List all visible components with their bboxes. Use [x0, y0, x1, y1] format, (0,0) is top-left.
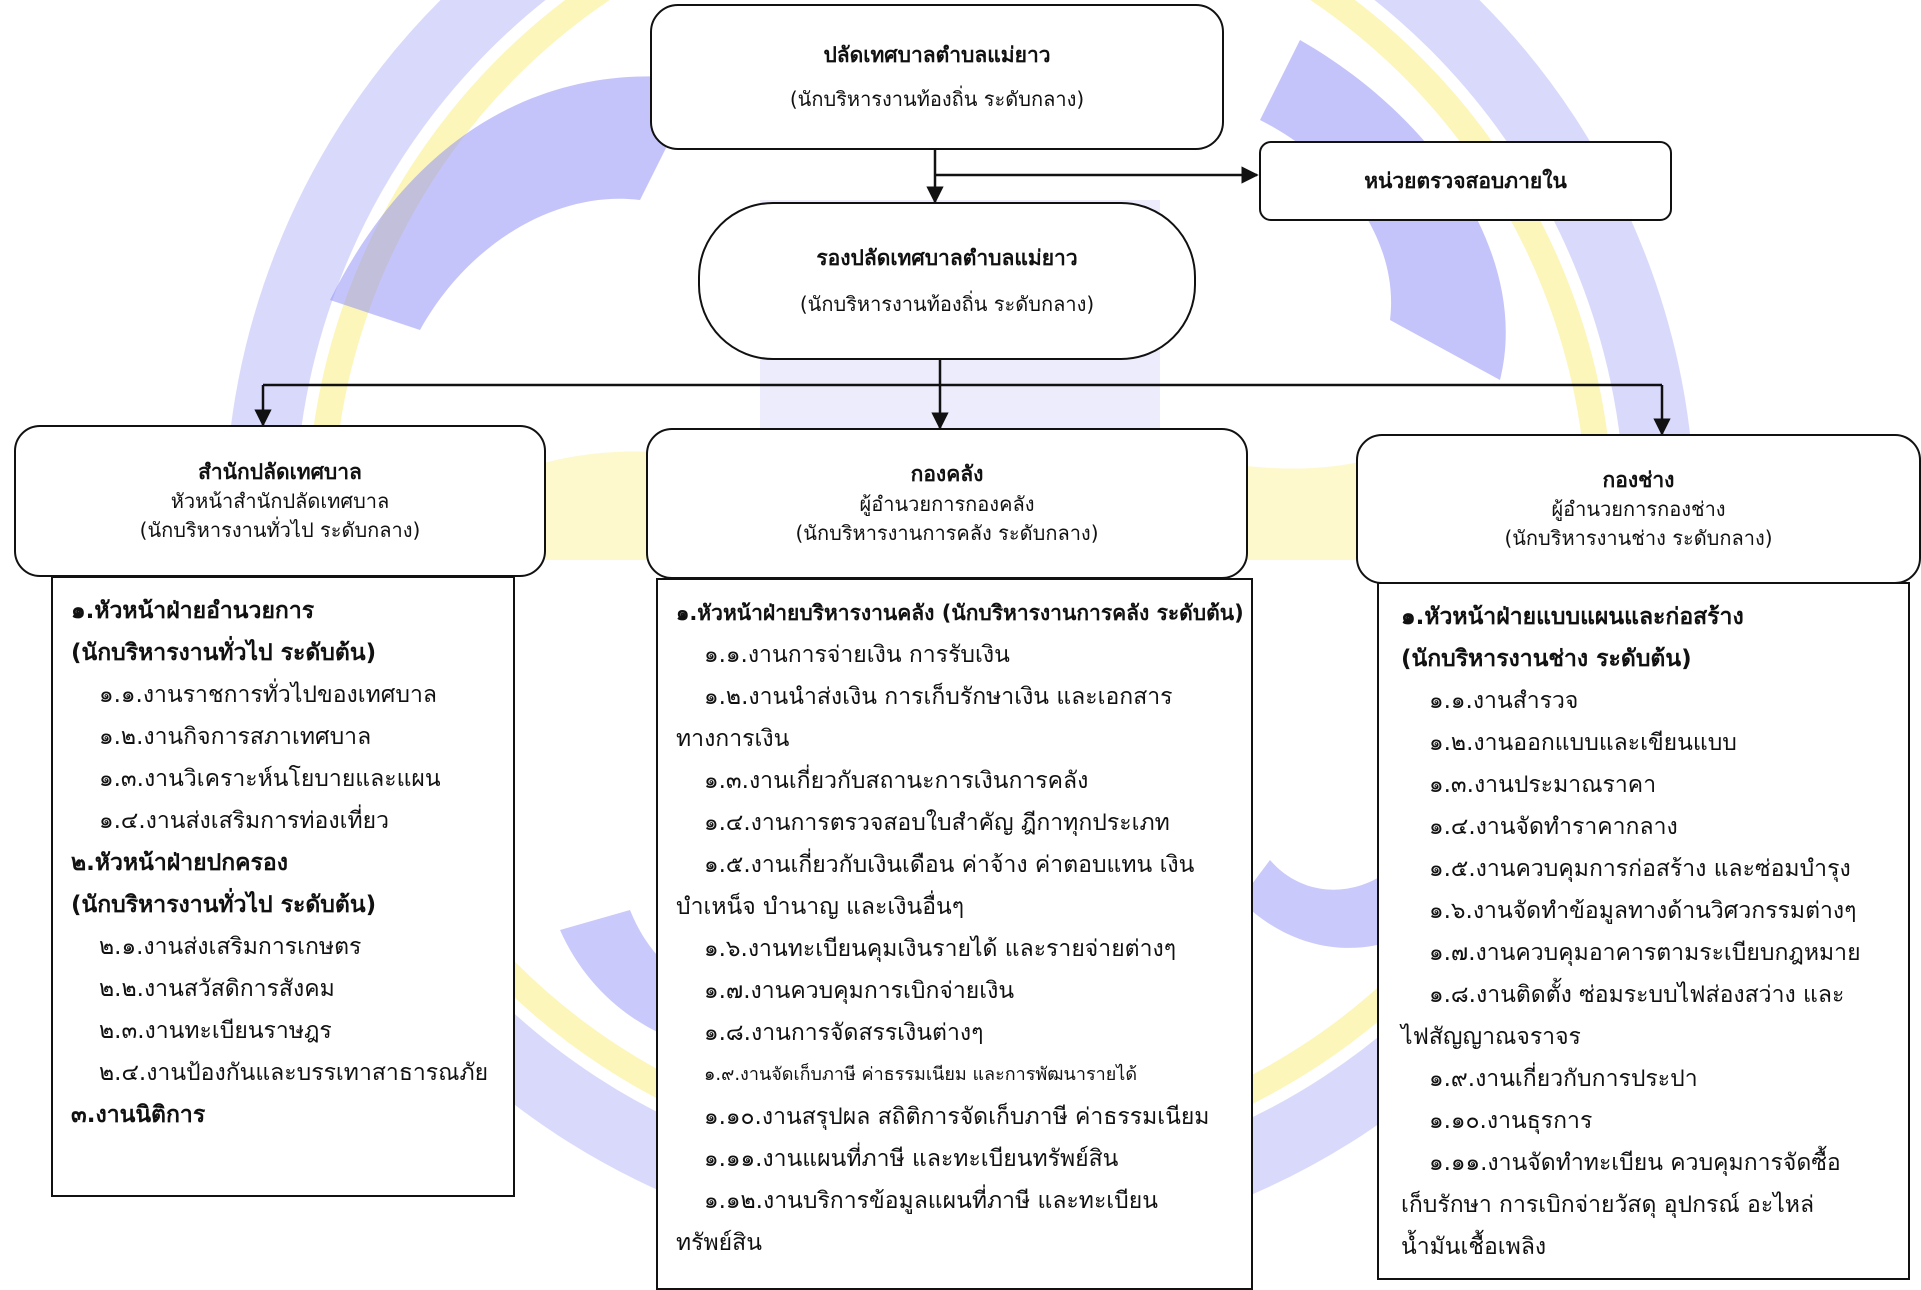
task-list-item: ๑.๒.งานนำส่งเงิน การเก็บรักษาเงิน และเอก… — [704, 684, 1173, 710]
task-list-item: ๑.๓.งานเกี่ยวกับสถานะการเงินการคลัง — [704, 768, 1089, 794]
task-list-item: ๑.๑๐.งานธุรการ — [1429, 1108, 1593, 1134]
task-list-item: ๒.๔.งานป้องกันและบรรเทาสาธารณภัย — [99, 1060, 489, 1086]
task-list-item: ๑.๑๒.งานบริการข้อมูลแผนที่ภาษี และทะเบีย… — [704, 1188, 1158, 1214]
task-list-item: ๒.๒.งานสวัสดิการสังคม — [99, 976, 335, 1002]
municipal-clerk-box: ปลัดเทศบาลตำบลแม่ยาว (นักบริหารงานท้องถิ… — [650, 4, 1224, 150]
office-division-box: สำนักปลัดเทศบาล หัวหน้าสำนักปลัดเทศบาล (… — [14, 425, 546, 577]
finance-task-list: ๑.หัวหน้าฝ่ายบริหารงานคลัง (นักบริหารงาน… — [656, 578, 1253, 1290]
task-list-item: ๑.๑.งานการจ่ายเงิน การรับเงิน — [704, 642, 1010, 668]
finance-division-box: กองคลัง ผู้อำนวยการกองคลัง (นักบริหารงาน… — [646, 428, 1248, 579]
engineering-division-level: (นักบริหารงานช่าง ระดับกลาง) — [1504, 526, 1773, 551]
finance-division-title: กองคลัง — [910, 462, 984, 487]
task-list-item: ๓.งานนิติการ — [71, 1102, 206, 1128]
task-list-item: ๑.หัวหน้าฝ่ายอำนวยการ — [71, 598, 315, 624]
task-list-item: ๒.๑.งานส่งเสริมการเกษตร — [99, 934, 362, 960]
task-list-item: (นักบริหารงานช่าง ระดับต้น) — [1401, 646, 1692, 672]
task-list-item: ๑.๒.งานกิจการสภาเทศบาล — [99, 724, 372, 750]
task-list-item: ๑.๑๑.งานแผนที่ภาษี และทะเบียนทรัพย์สิน — [704, 1146, 1119, 1172]
task-list-item: ๑.๑.งานสำรวจ — [1429, 688, 1579, 714]
task-list-item: ทางการเงิน — [676, 726, 790, 752]
deputy-clerk-level: (นักบริหารงานท้องถิ่น ระดับกลาง) — [799, 291, 1095, 316]
task-list-item: ๑.๕.งานควบคุมการก่อสร้าง และซ่อมบำรุง — [1429, 856, 1851, 882]
finance-division-level: (นักบริหารงานการคลัง ระดับกลาง) — [795, 520, 1099, 545]
task-list-item: ๑.๙.งานเกี่ยวกับการประปา — [1429, 1066, 1698, 1092]
internal-audit-title: หน่วยตรวจสอบภายใน — [1364, 168, 1567, 193]
task-list-item: ๒.๓.งานทะเบียนราษฎร — [99, 1018, 332, 1044]
seal-letter-left — [330, 76, 700, 330]
task-list-item: ๑.๙.งานจัดเก็บภาษี ค่าธรรมเนียม และการพั… — [704, 1064, 1138, 1085]
task-list-item: ๑.๑.งานราชการทั่วไปของเทศบาล — [99, 682, 438, 708]
task-list-item: ๑.หัวหน้าฝ่ายบริหารงานคลัง (นักบริหารงาน… — [676, 601, 1244, 625]
deputy-clerk-box: รองปลัดเทศบาลตำบลแม่ยาว (นักบริหารงานท้อ… — [698, 202, 1196, 360]
task-list-item: ๑.๖.งานจัดทำข้อมูลทางด้านวิศวกรรมต่างๆ — [1429, 898, 1857, 924]
office-task-list: ๑.หัวหน้าฝ่ายอำนวยการ (นักบริหารงานทั่วไป… — [51, 576, 515, 1197]
office-division-level: (นักบริหารงานทั่วไป ระดับกลาง) — [139, 518, 421, 543]
task-list-item: ๑.๔.งานการตรวจสอบใบสำคัญ ฎีกาทุกประเภท — [704, 810, 1170, 836]
task-list-item: บำเหน็จ บำนาญ และเงินอื่นๆ — [676, 894, 965, 920]
finance-division-head: ผู้อำนวยการกองคลัง — [859, 491, 1035, 516]
task-list-item: ๑.๗.งานควบคุมการเบิกจ่ายเงิน — [704, 978, 1015, 1004]
task-list-item: (นักบริหารงานทั่วไป ระดับต้น) — [71, 892, 377, 918]
task-list-item: เก็บรักษา การเบิกจ่ายวัสดุ อุปกรณ์ อะไหล… — [1401, 1192, 1815, 1218]
task-list-item: ทรัพย์สิน — [676, 1230, 762, 1256]
office-division-title: สำนักปลัดเทศบาล — [198, 459, 362, 484]
task-list-item: ๑.หัวหน้าฝ่ายแบบแผนและก่อสร้าง — [1401, 604, 1744, 630]
task-list-item: ๑.๕.งานเกี่ยวกับเงินเดือน ค่าจ้าง ค่าตอบ… — [704, 852, 1195, 878]
engineering-task-list: ๑.หัวหน้าฝ่ายแบบแผนและก่อสร้าง (นักบริหาร… — [1377, 582, 1910, 1280]
task-list-item: ๑.๓.งานวิเคราะห์นโยบายและแผน — [99, 766, 441, 792]
task-list-item: ๑.๑๑.งานจัดทำทะเบียน ควบคุมการจัดซื้อ — [1429, 1150, 1841, 1176]
task-list-item: ๑.๔.งานส่งเสริมการท่องเที่ยว — [99, 808, 389, 834]
deputy-clerk-title: รองปลัดเทศบาลตำบลแม่ยาว — [816, 246, 1078, 271]
municipal-clerk-level: (นักบริหารงานท้องถิ่น ระดับกลาง) — [789, 86, 1085, 111]
internal-audit-box: หน่วยตรวจสอบภายใน — [1259, 141, 1672, 221]
municipal-clerk-title: ปลัดเทศบาลตำบลแม่ยาว — [823, 43, 1051, 68]
task-list-item: ๑.๘.งานการจัดสรรเงินต่างๆ — [704, 1020, 984, 1046]
engineering-division-head: ผู้อำนวยการกองช่าง — [1551, 497, 1726, 522]
task-list-item: ๑.๓.งานประมาณราคา — [1429, 772, 1657, 798]
task-list-item: ๑.๒.งานออกแบบและเขียนแบบ — [1429, 730, 1737, 756]
task-list-item: (นักบริหารงานทั่วไป ระดับต้น) — [71, 640, 377, 666]
task-list-item: ๑.๗.งานควบคุมอาคารตามระเบียบกฎหมาย — [1429, 940, 1861, 966]
task-list-item: น้ำมันเชื้อเพลิง — [1401, 1234, 1547, 1260]
task-list-item: ๑.๔.งานจัดทำราคากลาง — [1429, 814, 1678, 840]
task-list-item: ๑.๘.งานติดตั้ง ซ่อมระบบไฟส่องสว่าง และ — [1429, 982, 1845, 1008]
task-list-item: ๑.๖.งานทะเบียนคุมเงินรายได้ และรายจ่ายต่… — [704, 936, 1177, 962]
engineering-division-box: กองช่าง ผู้อำนวยการกองช่าง (นักบริหารงาน… — [1356, 434, 1921, 584]
task-list-item: ไฟสัญญาณจราจร — [1401, 1024, 1581, 1050]
office-division-head: หัวหน้าสำนักปลัดเทศบาล — [170, 489, 390, 514]
task-list-item: ๑.๑๐.งานสรุปผล สถิติการจัดเก็บภาษี ค่าธร… — [704, 1104, 1210, 1130]
task-list-item: ๒.หัวหน้าฝ่ายปกครอง — [71, 850, 288, 876]
engineering-division-title: กองช่าง — [1602, 467, 1675, 492]
